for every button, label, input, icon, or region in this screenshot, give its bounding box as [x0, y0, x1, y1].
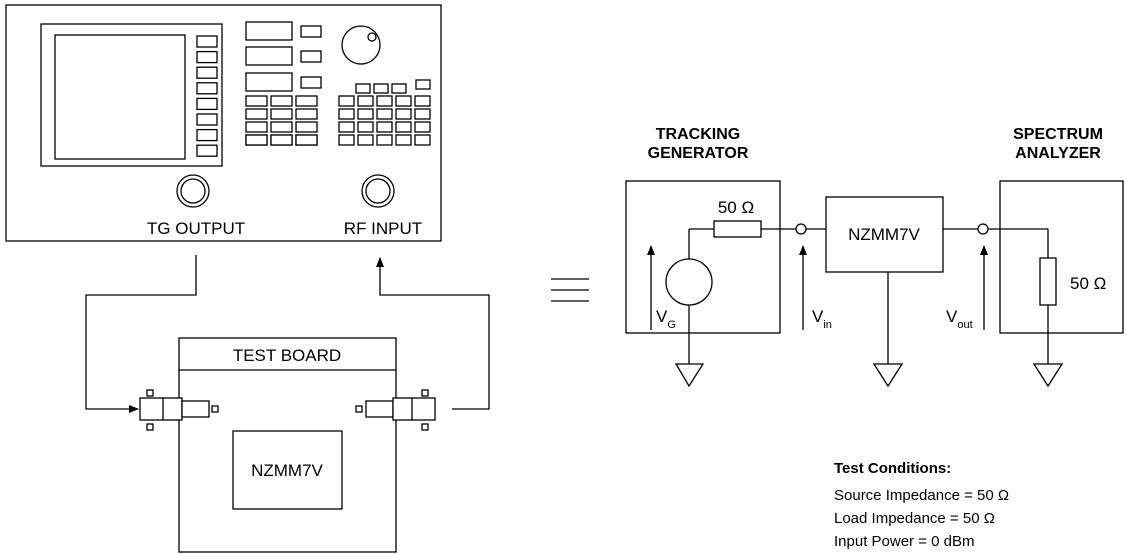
numeric-key[interactable]	[357, 121, 374, 133]
ground-symbol-source	[674, 363, 705, 388]
numeric-key[interactable]	[338, 134, 355, 146]
test-board-title: TEST BOARD	[233, 346, 341, 365]
keypad-key-small[interactable]	[355, 83, 371, 94]
function-key-small[interactable]	[300, 50, 322, 63]
left-sma-connector[interactable]	[139, 389, 219, 431]
keypad-key-small[interactable]	[415, 79, 431, 90]
keypad-key-small[interactable]	[391, 83, 407, 94]
test-board-device	[232, 430, 343, 510]
instrument-screen	[54, 34, 186, 160]
keypad-key[interactable]	[245, 108, 268, 120]
tg-output-connector[interactable]	[176, 174, 210, 208]
right-sma-connector[interactable]	[355, 389, 436, 431]
numeric-key[interactable]	[395, 121, 412, 133]
softkey-button[interactable]	[196, 35, 218, 48]
keypad-key[interactable]	[245, 134, 268, 146]
rotary-knob[interactable]	[341, 25, 381, 65]
tracking-generator-title-line2: GENERATOR	[648, 145, 749, 162]
vin-label: Vin	[812, 307, 832, 331]
numeric-key[interactable]	[338, 95, 355, 107]
numeric-key[interactable]	[395, 95, 412, 107]
source-resistor-label: 50 Ω	[718, 198, 754, 217]
spectrum-analyzer-box	[999, 180, 1124, 334]
schematic-device-box	[825, 196, 944, 273]
tg-output-cable	[85, 255, 197, 413]
function-key-small[interactable]	[300, 76, 322, 89]
rf-input-label: RF INPUT	[344, 219, 422, 238]
keypad-key[interactable]	[245, 95, 268, 107]
equivalence-symbol	[551, 278, 589, 302]
ground-symbol-device	[872, 363, 904, 388]
source-resistor-symbol	[713, 220, 762, 238]
softkey-button[interactable]	[196, 128, 218, 142]
tracking-generator-title-line1: TRACKING	[656, 126, 740, 143]
softkey-button[interactable]	[196, 97, 218, 111]
spectrum-analyzer-title-line2: ANALYZER	[1015, 145, 1101, 162]
softkey-button[interactable]	[196, 50, 218, 64]
input-node	[795, 223, 807, 235]
schematic-device-label: NZMM7V	[848, 225, 920, 244]
keypad-key-small[interactable]	[373, 83, 389, 94]
test-board-device-label: NZMM7V	[251, 461, 323, 480]
tg-output-label: TG OUTPUT	[147, 219, 245, 238]
numeric-key[interactable]	[414, 108, 431, 120]
numeric-key[interactable]	[357, 134, 374, 146]
keypad-key[interactable]	[295, 95, 318, 107]
softkey-button[interactable]	[196, 113, 218, 126]
vout-label: Vout	[946, 307, 973, 331]
rotary-knob-indicator	[367, 32, 377, 42]
test-conditions-title: Test Conditions:	[834, 460, 951, 477]
keypad-key[interactable]	[295, 134, 318, 146]
softkey-button[interactable]	[196, 82, 218, 95]
numeric-key[interactable]	[395, 108, 412, 120]
numeric-key[interactable]	[414, 121, 431, 133]
keypad-key[interactable]	[270, 134, 293, 146]
vg-label: VG	[656, 307, 676, 331]
numeric-key[interactable]	[357, 108, 374, 120]
numeric-key[interactable]	[376, 108, 393, 120]
numeric-key[interactable]	[395, 134, 412, 146]
softkey-button[interactable]	[196, 66, 218, 79]
keypad-key[interactable]	[245, 121, 268, 133]
softkey-column[interactable]	[196, 35, 218, 157]
load-resistor-label: 50 Ω	[1070, 274, 1106, 293]
keypad-key[interactable]	[270, 95, 293, 107]
keypad-key[interactable]	[295, 108, 318, 120]
numeric-key[interactable]	[376, 134, 393, 146]
numeric-key[interactable]	[357, 95, 374, 107]
equivalent-schematic: TRACKING GENERATOR SPECTRUM ANALYZER NZM…	[625, 126, 1124, 388]
keypad-grid[interactable]	[245, 21, 431, 146]
test-condition-source-impedance: Source Impedance = 50 Ω	[834, 487, 1009, 504]
test-condition-load-impedance: Load Impedance = 50 Ω	[834, 510, 995, 527]
numeric-key[interactable]	[376, 121, 393, 133]
numeric-key[interactable]	[338, 121, 355, 133]
keypad-key[interactable]	[270, 108, 293, 120]
keypad-key[interactable]	[295, 121, 318, 133]
tracking-generator-box	[625, 180, 781, 334]
instrument-front-panel: TG OUTPUT RF INPUT	[5, 4, 442, 242]
test-board: TEST BOARD NZMM7V	[139, 337, 436, 553]
output-node	[977, 223, 989, 235]
function-key-large[interactable]	[245, 72, 293, 92]
rf-input-cable	[376, 257, 490, 410]
numeric-key[interactable]	[376, 95, 393, 107]
keypad-key[interactable]	[270, 121, 293, 133]
test-conditions: Test Conditions: Source Impedance = 50 Ω…	[834, 460, 1009, 550]
function-key-small[interactable]	[300, 25, 322, 38]
softkey-button[interactable]	[196, 144, 218, 157]
function-key-large[interactable]	[245, 46, 293, 66]
ground-symbol-load	[1032, 363, 1064, 388]
function-key-large[interactable]	[245, 21, 293, 41]
voltage-source-symbol	[665, 258, 713, 306]
rf-input-connector[interactable]	[361, 174, 395, 208]
load-resistor-symbol	[1039, 257, 1057, 306]
numeric-key[interactable]	[414, 95, 431, 107]
numeric-key[interactable]	[338, 108, 355, 120]
spectrum-analyzer-title-line1: SPECTRUM	[1013, 126, 1103, 143]
numeric-key[interactable]	[414, 134, 431, 146]
test-condition-input-power: Input Power = 0 dBm	[834, 533, 975, 550]
